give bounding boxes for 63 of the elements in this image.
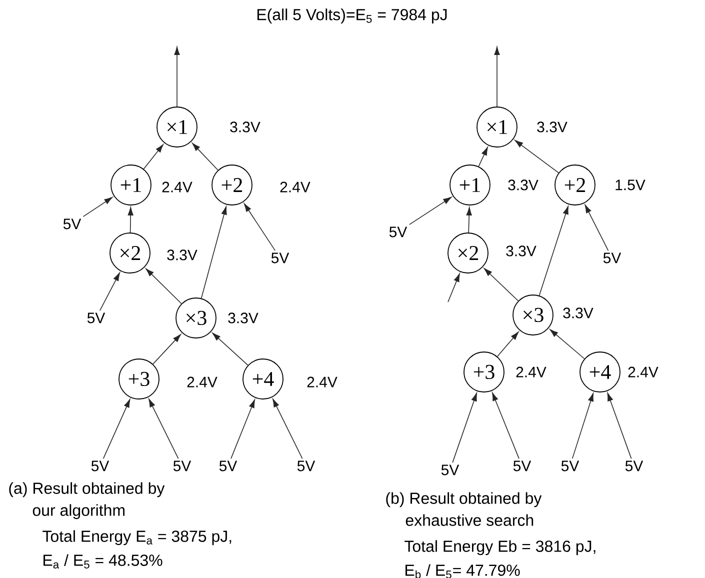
arrow [192,142,218,171]
arrow [607,392,632,459]
arrow [538,206,568,296]
voltage-label: 5V [513,460,532,472]
arrow [102,399,130,459]
voltage-label: 2.4V [628,366,658,378]
voltage-label: 3.3V [506,246,536,256]
voltage-label: 1.5V [616,180,646,190]
arrow [572,393,594,459]
voltage-label: 5V [389,226,408,238]
voltage-label: 3.3V [228,312,258,324]
arrow [496,332,519,357]
arrow [212,332,248,366]
arrow [452,392,478,463]
arrow [200,206,227,299]
voltage-label: 2.4V [307,376,338,388]
voltage-label: 3.3V [508,180,538,190]
voltage-label: 5V [625,460,644,472]
voltage-label: 5V [87,312,106,324]
voltage-label: 5V [63,218,82,230]
voltage-label: 5V [173,460,192,472]
voltage-label: 3.3V [563,308,594,318]
title: E(all 5 Volts)=E$_{5}$ = 7984 pJ [257,8,447,24]
caption-text: (b) Result obtained by exhaustive search [386,492,542,526]
arrow [492,392,520,459]
arrow [143,144,164,170]
arrow [408,196,452,225]
arrow [466,207,472,233]
arrow [494,46,500,107]
caption-text: E$_{a}$ / E$_{5}$ = 48.53% [44,554,162,568]
arrow [128,207,134,233]
arrow [100,272,120,311]
voltage-label: 3.3V [230,122,260,132]
arrow [550,329,585,360]
voltage-label: 5V [271,252,290,264]
arrow [82,197,113,217]
voltage-label: 2.4V [187,376,218,388]
caption-text: (a) Result obtained by our algorithm [9,482,165,520]
arrow [244,203,276,251]
arrow [230,399,256,459]
voltage-label: 2.4V [516,366,546,378]
voltage-label: 2.4V [162,182,192,192]
caption-text: Total Energy Eb = 3816 pJ, [404,540,596,556]
voltage-label: 5V [91,460,110,472]
arrow [148,398,179,459]
voltage-label: 5V [441,464,460,476]
arrow [584,204,609,251]
arrow [514,140,559,174]
voltage-label: 3.3V [537,122,568,132]
voltage-label: 5V [561,460,580,472]
arrow [478,146,488,167]
arrow [484,268,519,302]
arrow [152,334,182,364]
caption-text: Total Energy E$_{a}$ = 3875 pJ, [42,530,232,546]
arrow [174,46,180,107]
arrow [272,398,303,459]
voltage-label: 2.4V [280,182,310,192]
arrow [146,268,182,304]
voltage-label: 5V [219,460,238,472]
voltage-label: 3.3V [167,250,198,260]
arrow [448,273,460,302]
voltage-label: 5V [297,460,316,472]
voltage-label: 5V [603,252,622,264]
